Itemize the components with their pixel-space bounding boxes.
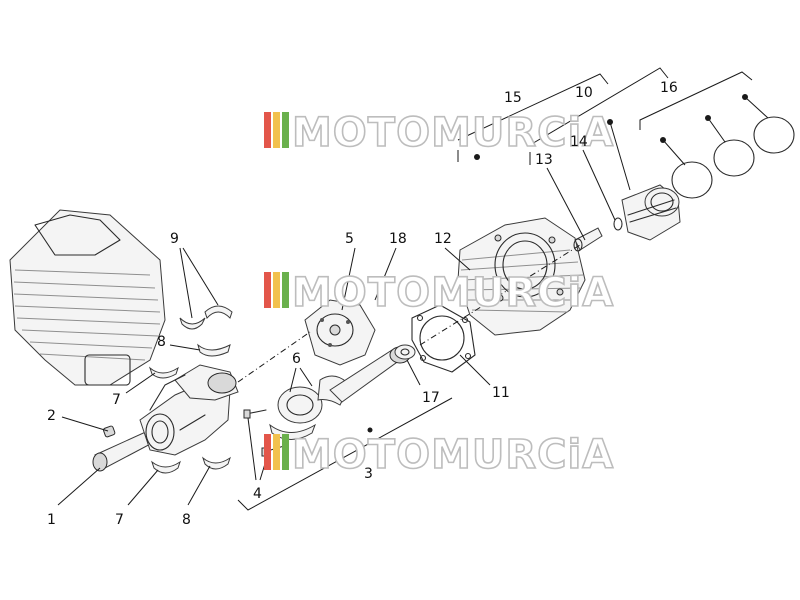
callout-7-upper: 7 [112,392,121,408]
watermark-logo-top: MOTOMURCiA [264,109,614,157]
callout-8-upper: 8 [157,334,166,350]
crank-bolt-part [102,425,116,438]
callout-16: 16 [660,80,678,96]
callout-6: 6 [292,351,301,367]
piston-pin-part [573,227,603,252]
leader-lines [57,67,769,511]
flywheel-cover-part [304,299,376,366]
callout-4: 4 [253,486,262,502]
callout-11: 11 [492,385,510,401]
piston-rings-part [671,116,795,199]
callout-5: 5 [345,231,354,247]
watermark-logo-middle: MOTOMURCiA [264,269,614,317]
callout-15: 15 [504,90,522,106]
callout-18: 18 [389,231,407,247]
callout-7-lower: 7 [115,512,124,528]
cylinder-part [457,217,586,336]
callout-2: 2 [47,408,56,424]
assembly-centerlines [237,244,581,383]
engine-block-illustration [9,209,166,386]
callout-14: 14 [570,134,588,150]
callout-13: 13 [535,152,553,168]
callout-10: 10 [575,85,593,101]
base-gasket-part [411,304,476,373]
callout-labels: 1 2 3 4 5 6 7 7 8 8 9 10 11 12 13 14 15 … [47,80,678,528]
circlip-part [613,217,623,231]
connecting-rod-assembly [269,346,411,440]
crankshaft-assembly [92,364,239,472]
callout-12: 12 [434,231,452,247]
piston-part [621,184,681,241]
watermark-text: MOTOMURCiA [292,432,614,478]
callout-3: 3 [364,466,373,482]
callout-8-lower: 8 [182,512,191,528]
watermark-logo-bottom: MOTOMURCiA [264,431,614,479]
small-end-bush-part [394,344,416,360]
callout-9: 9 [170,231,179,247]
watermark-text: MOTOMURCiA [292,110,614,156]
callout-17: 17 [422,390,440,406]
callout-1: 1 [47,512,56,528]
watermark-text: MOTOMURCiA [292,270,614,316]
